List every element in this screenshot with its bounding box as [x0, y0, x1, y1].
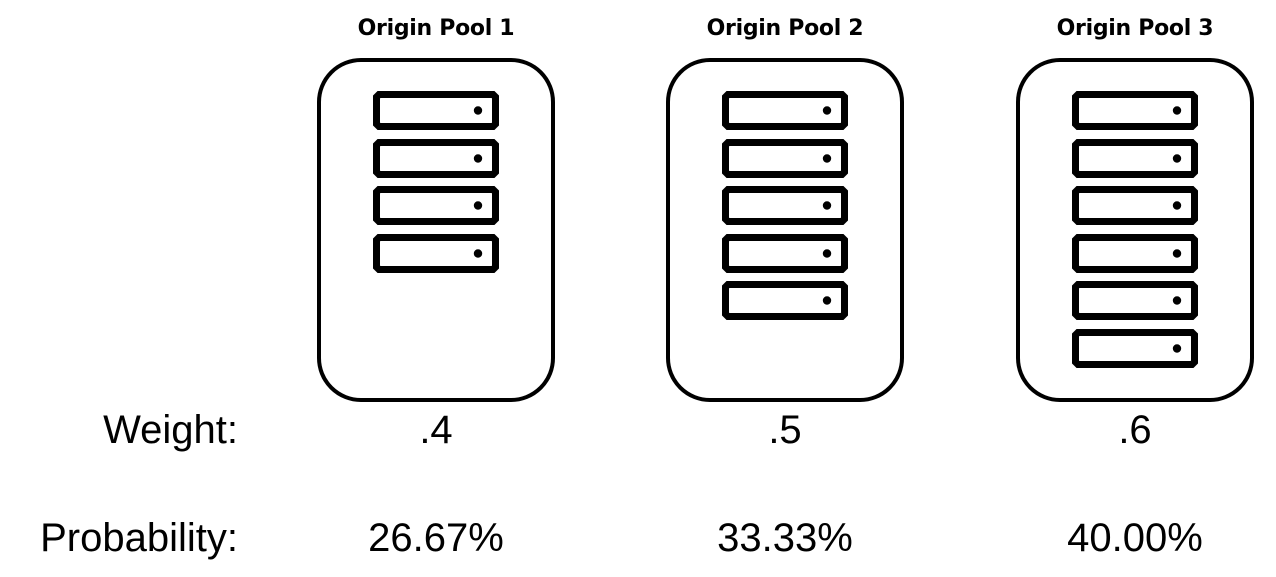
server-rack-unit-icon — [373, 91, 499, 130]
server-rack-unit-icon — [1072, 186, 1198, 226]
weight-label: Weight: — [103, 408, 238, 452]
server-rack-unit-icon — [722, 281, 848, 321]
server-rack-unit-icon — [373, 186, 499, 226]
pool-3-probability: 40.00% — [1067, 516, 1203, 560]
origin-pool-3: Origin Pool 3 — [1016, 0, 1254, 410]
server-rack-unit-icon — [373, 233, 499, 273]
probability-label: Probability: — [40, 516, 238, 560]
pool-container — [317, 58, 555, 402]
pool-1-probability: 26.67% — [368, 516, 504, 560]
server-rack-unit-icon — [1072, 281, 1198, 321]
server-rack-unit-icon — [722, 186, 848, 226]
server-rack-unit-icon — [1072, 138, 1198, 178]
server-rack-unit-icon — [722, 91, 848, 130]
pool-title: Origin Pool 2 — [706, 16, 864, 41]
pool-3-weight: .6 — [1118, 408, 1152, 452]
pool-title: Origin Pool 1 — [357, 16, 515, 41]
server-rack-unit-icon — [373, 138, 499, 178]
pool-title: Origin Pool 3 — [1056, 16, 1214, 41]
origin-pool-1: Origin Pool 1 — [317, 0, 555, 410]
server-stack — [373, 91, 499, 281]
server-rack-unit-icon — [1072, 233, 1198, 273]
pool-container — [666, 58, 904, 402]
server-stack — [1072, 91, 1198, 377]
server-rack-unit-icon — [1072, 328, 1198, 368]
pool-2-weight: .5 — [768, 408, 802, 452]
origin-pool-2: Origin Pool 2 — [666, 0, 904, 410]
pool-2-probability: 33.33% — [717, 516, 853, 560]
server-rack-unit-icon — [722, 138, 848, 178]
pool-container — [1016, 58, 1254, 402]
server-rack-unit-icon — [1072, 91, 1198, 130]
server-rack-unit-icon — [722, 233, 848, 273]
pool-1-weight: .4 — [419, 408, 453, 452]
server-stack — [722, 91, 848, 329]
